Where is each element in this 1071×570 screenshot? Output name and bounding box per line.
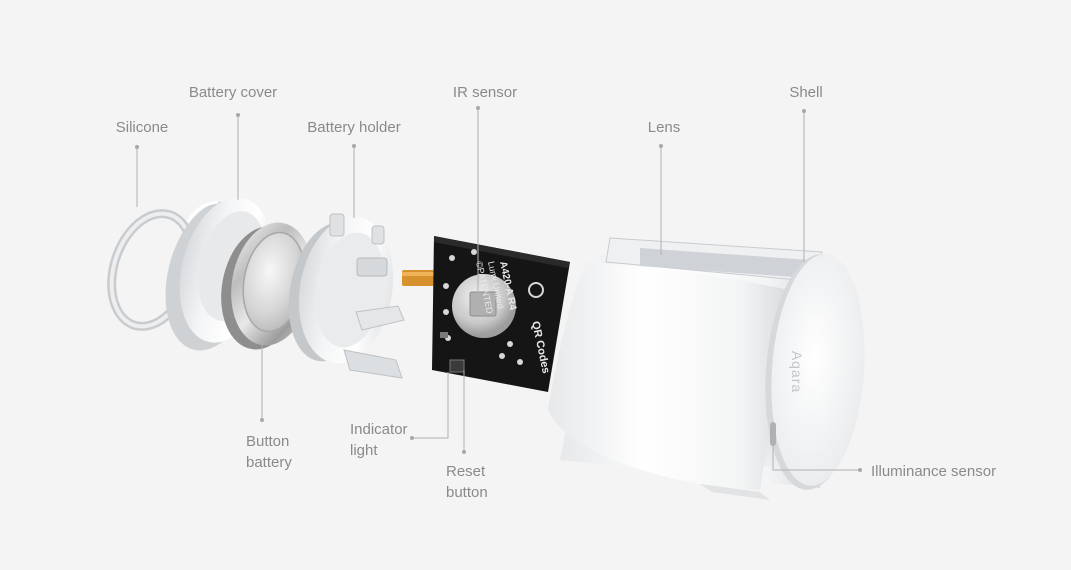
- leader-lines: [136, 108, 860, 471]
- leader-illuminance-sensor: [772, 437, 860, 471]
- sensor-shell: [548, 237, 865, 500]
- label-indicator-light: Indicator light: [350, 419, 408, 461]
- label-button-battery-line1: Button: [246, 433, 290, 450]
- label-ir-sensor: IR sensor: [452, 84, 518, 101]
- label-indicator-light-line2: light: [350, 442, 378, 459]
- label-battery-holder: Battery holder: [307, 119, 401, 136]
- label-reset-button: Reset button: [446, 461, 488, 503]
- label-lens: Lens: [647, 119, 681, 136]
- label-reset-button-line2: button: [446, 484, 488, 501]
- label-button-battery: Button battery: [246, 431, 292, 473]
- label-battery-cover: Battery cover: [188, 84, 278, 101]
- brand-logo: Aqara: [789, 351, 805, 393]
- label-button-battery-line2: battery: [246, 454, 292, 471]
- battery-holder: [288, 213, 434, 379]
- label-indicator-light-line1: Indicator: [350, 421, 408, 438]
- ir-sensor-dome: [452, 274, 516, 338]
- leader-dots: [135, 106, 862, 472]
- label-silicone: Silicone: [115, 119, 169, 136]
- label-shell: Shell: [789, 84, 823, 101]
- label-reset-button-line1: Reset: [446, 463, 486, 480]
- leader-indicator-light: [412, 372, 449, 439]
- label-illuminance-sensor: Illuminance sensor: [871, 463, 997, 480]
